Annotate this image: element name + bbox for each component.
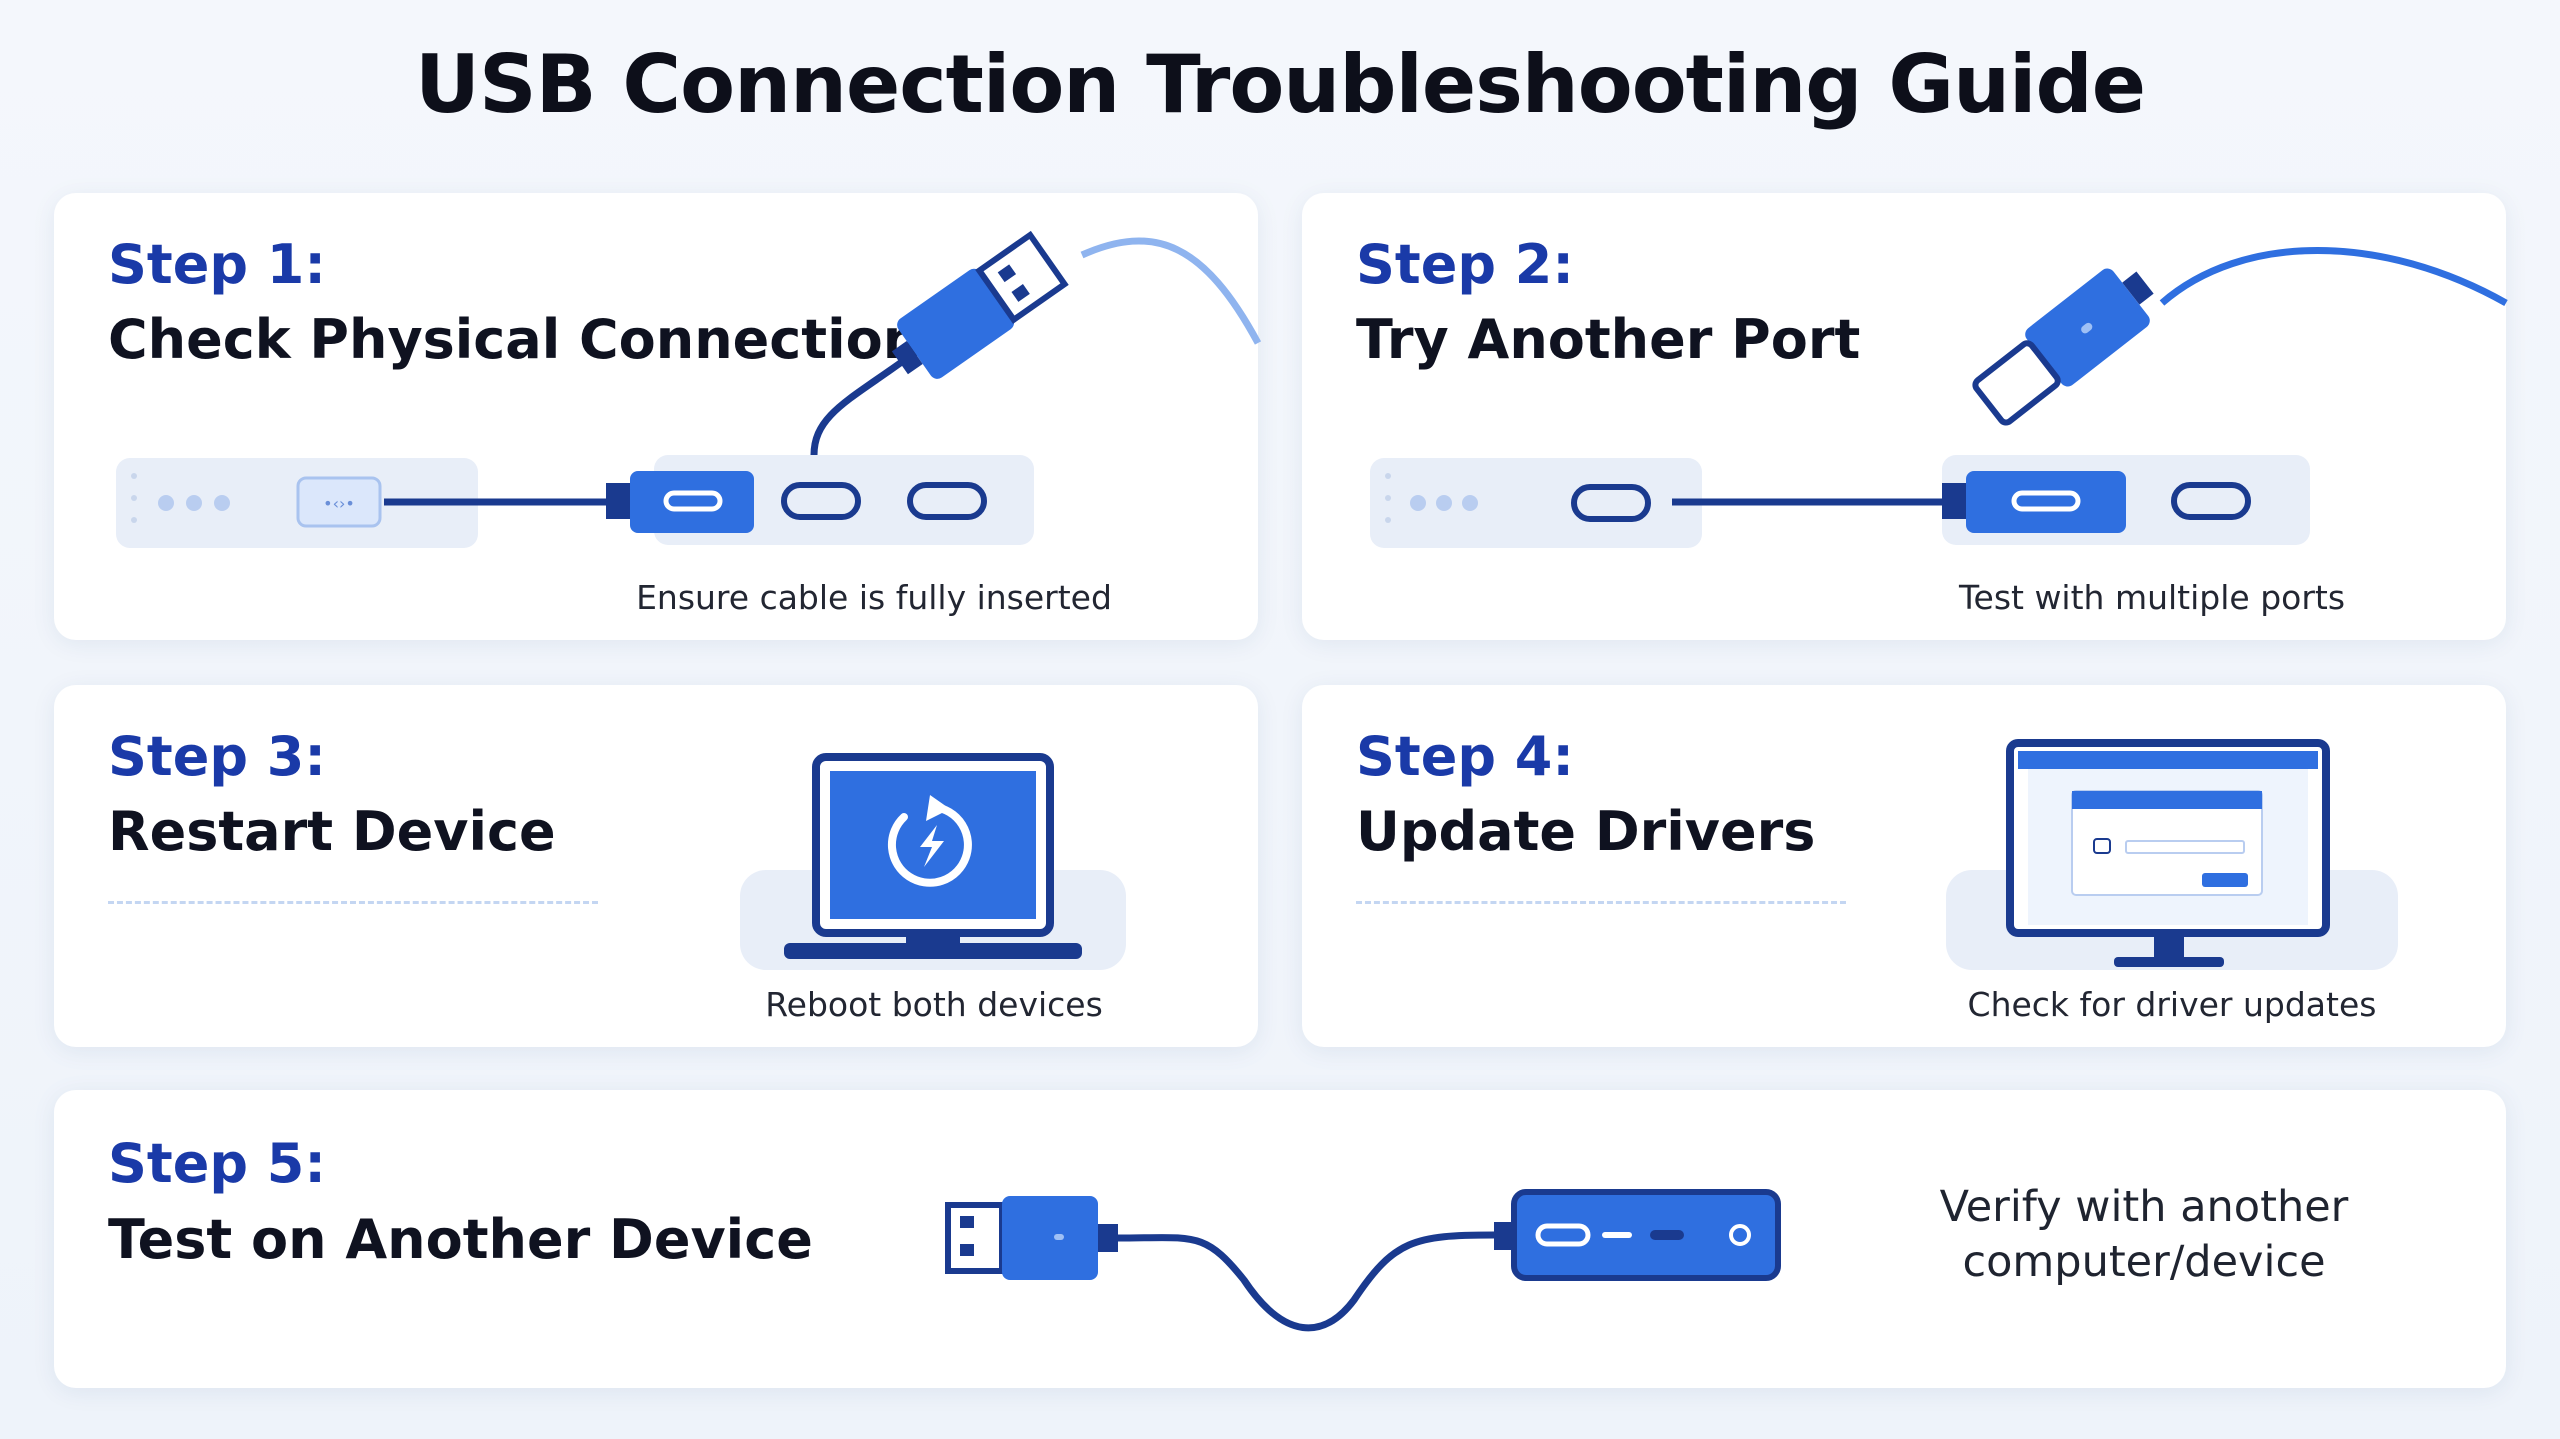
empty-port-1: [781, 482, 861, 520]
empty-port-2: [907, 482, 987, 520]
usb-a-plug: [891, 230, 1069, 379]
step-3-caption: Reboot both devices: [765, 985, 1103, 1024]
step-2-illustration: [1370, 247, 2508, 548]
step-1-title: Check Physical Connection: [108, 308, 922, 371]
external-device: [1511, 1189, 1781, 1281]
step-5-caption-line-2: computer/device: [1962, 1237, 2326, 1287]
step-5-title: Test on Another Device: [108, 1208, 813, 1271]
step-1-label: Step 1:: [108, 233, 326, 296]
step-2-title: Try Another Port: [1356, 308, 1861, 371]
svg-text:•‹›•: •‹›•: [323, 494, 355, 513]
step-2-caption: Test with multiple ports: [1958, 578, 2346, 617]
step-2-label: Step 2:: [1356, 233, 1574, 296]
step-5-caption: Verify with another computer/device: [1914, 1180, 2374, 1290]
step-1-card: Step 1: Check Physical Connection •‹›• E…: [54, 193, 1262, 640]
step-1-caption: Ensure cable is fully inserted: [636, 578, 1112, 617]
step-5-caption-line-1: Verify with another: [1939, 1182, 2349, 1232]
device-cable-illustration: [945, 1189, 1781, 1332]
step-5-label: Step 5:: [108, 1132, 326, 1195]
laptop-restart-illustration: [740, 753, 1126, 970]
step-2-card: Step 2: Try Another Port Test with multi…: [1302, 193, 2508, 640]
step-3-card: Step 3: Restart Device Reboot both devic…: [54, 685, 1258, 1047]
usb-cable: [1117, 1231, 1495, 1332]
divider: [1356, 901, 1846, 904]
plugged-connector: [630, 471, 754, 533]
restart-icon: [887, 795, 972, 887]
empty-port: [2171, 482, 2251, 520]
laptop-base: [784, 943, 1082, 959]
plugged-connector: [1966, 471, 2126, 533]
old-port: [1571, 484, 1651, 522]
monitor-stand: [2114, 957, 2224, 967]
usb-c-plug: [1972, 268, 2154, 426]
page-title: USB Connection Troubleshooting Guide: [415, 38, 2146, 131]
port-panel-left: [1370, 458, 1702, 548]
step-4-title: Update Drivers: [1356, 800, 1816, 863]
device-port-icon: [296, 476, 382, 528]
monitor-driver-illustration: [1946, 739, 2398, 970]
step-3-label: Step 3:: [108, 725, 326, 788]
step-4-caption: Check for driver updates: [1967, 985, 2377, 1024]
step-4-label: Step 4:: [1356, 725, 1574, 788]
usb-a-plug: [945, 1196, 1118, 1280]
step-1-illustration: •‹›•: [116, 230, 1262, 548]
step-5-card: Step 5: Test on Another Device Verify wi…: [54, 1090, 2506, 1388]
step-3-title: Restart Device: [108, 800, 556, 863]
divider: [108, 901, 598, 904]
step-4-card: Step 4: Update Drivers Check for driver …: [1302, 685, 2506, 1047]
